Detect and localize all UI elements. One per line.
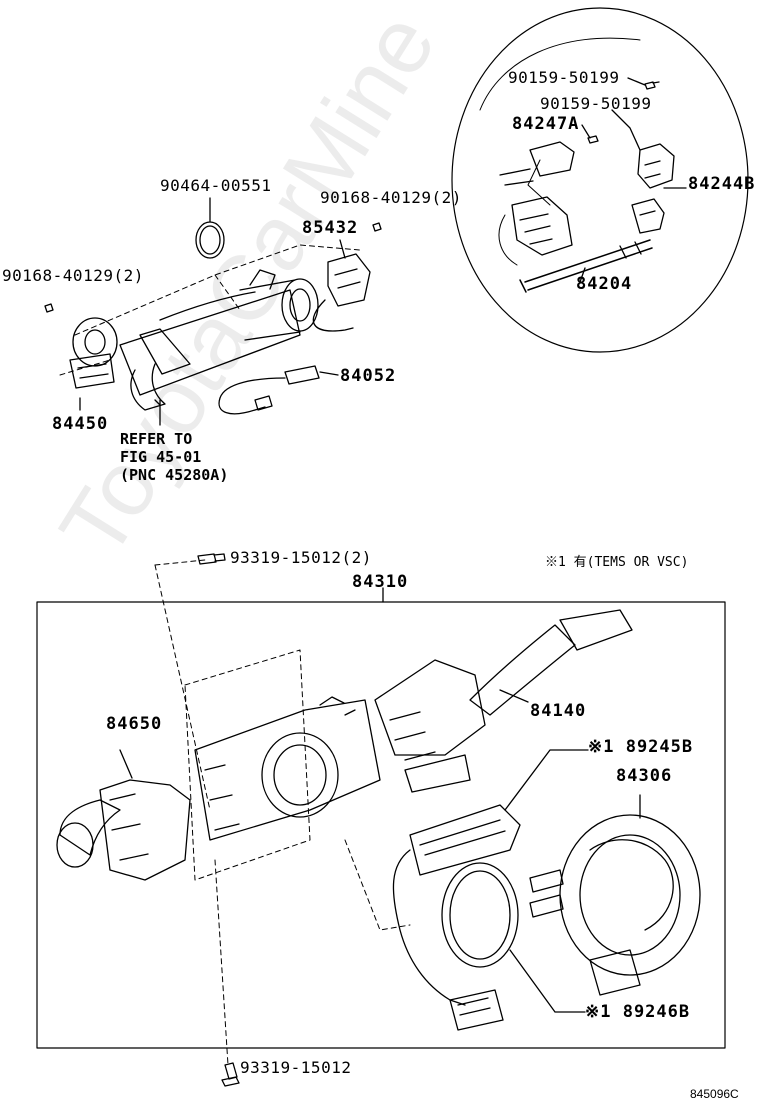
part-label-84306: 84306 bbox=[616, 766, 673, 786]
part-label-90168-40129-top: 90168-40129(2) bbox=[320, 188, 462, 207]
part-label-90159-50199-a: 90159-50199 bbox=[508, 68, 620, 87]
refer-note-line3: (PNC 45280A) bbox=[120, 466, 229, 484]
part-label-84204: 84204 bbox=[576, 274, 633, 294]
steering-wheel-group bbox=[451, 7, 749, 353]
part-label-84247A: 84247A bbox=[512, 114, 580, 134]
figure-code: 845096C bbox=[690, 1087, 739, 1101]
refer-note: REFER TO FIG 45-01 (PNC 45280A) bbox=[120, 430, 228, 484]
part-label-84244B: 84244B bbox=[688, 174, 756, 194]
refer-note-line1: REFER TO bbox=[120, 430, 193, 448]
part-label-90159-50199-b: 90159-50199 bbox=[540, 94, 652, 113]
part-label-93319-15012-top: 93319-15012(2) bbox=[230, 548, 372, 567]
part-label-90168-40129-left: 90168-40129(2) bbox=[2, 266, 144, 285]
combination-switch-group bbox=[36, 553, 726, 1087]
part-label-84052: 84052 bbox=[340, 366, 397, 386]
part-label-85432: 85432 bbox=[302, 218, 359, 238]
refer-note-line2: FIG 45-01 bbox=[120, 448, 202, 466]
steering-column-group bbox=[44, 197, 382, 426]
part-label-84450: 84450 bbox=[52, 414, 109, 434]
part-label-93319-15012-bottom: 93319-15012 bbox=[240, 1058, 352, 1077]
part-label-84650: 84650 bbox=[106, 714, 163, 734]
part-label-84140: 84140 bbox=[530, 701, 587, 721]
part-label-84310: 84310 bbox=[352, 572, 409, 592]
part-label-89245B: ※1 89245B bbox=[588, 737, 694, 757]
note-star1: ※1 有(TEMS OR VSC) bbox=[545, 555, 689, 570]
part-label-89246B: ※1 89246B bbox=[585, 1002, 691, 1022]
part-label-90464-00551: 90464-00551 bbox=[160, 176, 272, 195]
